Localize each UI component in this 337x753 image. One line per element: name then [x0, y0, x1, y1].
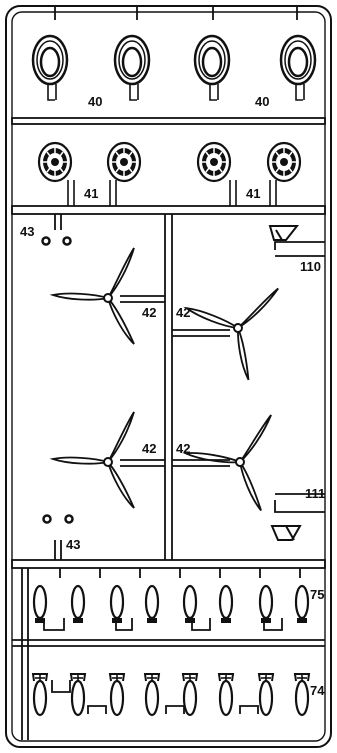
- bomb-74-5: [181, 672, 199, 717]
- label-74: 74: [310, 683, 325, 698]
- label-41-right: 41: [246, 186, 260, 201]
- label-42-lr: 42: [176, 441, 190, 456]
- label-111: 111: [305, 486, 325, 501]
- bracket-111: [270, 525, 302, 541]
- label-42-ur: 42: [176, 305, 190, 320]
- engine-41-a: [37, 141, 73, 183]
- label-75: 75: [310, 587, 324, 602]
- bombs-row-74: [31, 672, 311, 717]
- sprue-dividers: [11, 117, 326, 569]
- bomb-75-3: [109, 584, 125, 625]
- bracket-110: [268, 225, 300, 241]
- bomb-75-6: [218, 584, 234, 625]
- wheels-row: [31, 34, 317, 86]
- wheel-40-b: [113, 34, 151, 86]
- bomb-74-3: [108, 672, 126, 717]
- label-42-ul: 42: [142, 305, 156, 320]
- bomb-75-1: [32, 584, 48, 625]
- label-40-right: 40: [255, 94, 269, 109]
- bomb-75-7: [258, 584, 274, 625]
- engine-41-d: [266, 141, 302, 183]
- sprue-frame: [5, 5, 332, 748]
- bomb-74-4: [143, 672, 161, 717]
- wheel-40-c: [193, 34, 231, 86]
- bomb-75-4: [144, 584, 160, 625]
- engine-41-b: [106, 141, 142, 183]
- bomb-74-6: [217, 672, 235, 717]
- label-110: 110: [300, 259, 321, 274]
- bomb-74-1: [31, 672, 49, 717]
- bomb-75-5: [182, 584, 198, 625]
- bomb-74-7: [257, 672, 275, 717]
- propeller-42-ur: [170, 262, 280, 381]
- bomb-runners: [12, 568, 325, 740]
- wheel-40-d: [279, 34, 317, 86]
- label-42-ll: 42: [142, 441, 156, 456]
- wheel-40-a: [31, 34, 69, 86]
- label-41-left: 41: [84, 186, 98, 201]
- small-parts-bottom: [42, 514, 74, 524]
- bomb-75-2: [70, 584, 86, 625]
- engine-41-c: [196, 141, 232, 183]
- bomb-74-8: [293, 672, 311, 717]
- propeller-42-lr: [179, 405, 273, 512]
- bomb-74-2: [69, 672, 87, 717]
- label-40-left: 40: [88, 94, 102, 109]
- small-parts-top: [41, 236, 72, 246]
- label-43-bottom: 43: [66, 537, 80, 552]
- bomb-75-8: [294, 584, 310, 625]
- engines-row: [37, 141, 302, 183]
- label-43-top: 43: [20, 224, 34, 239]
- bombs-row-75: [32, 584, 310, 625]
- sprue-gates-top: [54, 6, 298, 20]
